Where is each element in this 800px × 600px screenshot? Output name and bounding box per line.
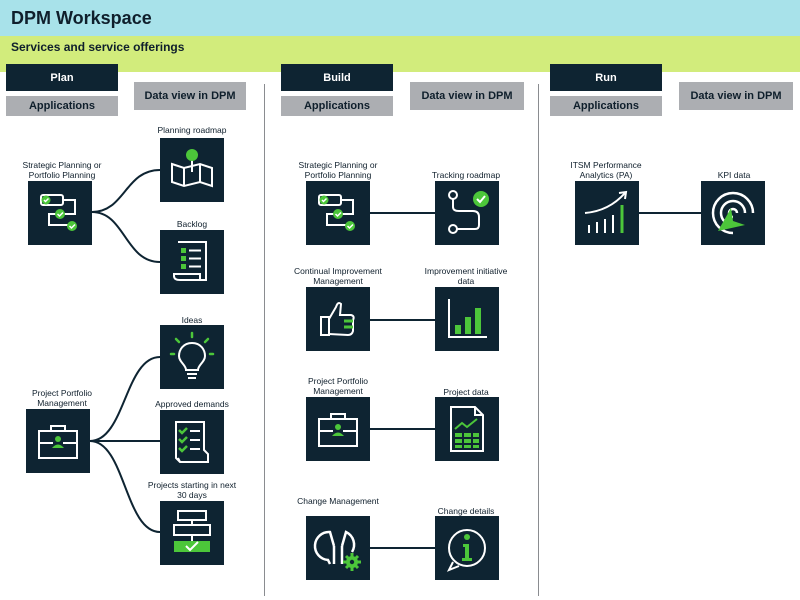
scroll-list-icon [173, 241, 207, 281]
checklist-icon [40, 194, 77, 231]
info-icon [446, 529, 486, 572]
connector-line [89, 356, 161, 442]
column-divider [264, 84, 265, 596]
plan-view-caption: Planning roadmap [157, 125, 227, 135]
plan-dataview-label: Data view in DPM [134, 82, 246, 110]
build-tracking-roadmap-view[interactable] [435, 181, 499, 245]
build-app-caption: Change Management [297, 496, 379, 506]
plan-planning-roadmap-view[interactable] [160, 138, 224, 202]
connector-line [91, 211, 161, 263]
route-icon [448, 190, 489, 234]
workspace-title: DPM Workspace [0, 0, 800, 36]
plan-applications-label: Applications [6, 96, 118, 116]
briefcase-icon [318, 413, 358, 447]
plan-view-caption: Approved demands [155, 399, 229, 409]
build-view-caption: Improvement initiative data [424, 266, 508, 286]
bar-chart-icon [448, 299, 487, 338]
build-change-management-app[interactable] [306, 516, 370, 580]
run-column-title: Run [550, 64, 662, 91]
run-itsm-performance-analytics-app[interactable] [575, 181, 639, 245]
column-divider [538, 84, 539, 596]
thumbs-up-icon [320, 302, 355, 337]
plan-projects-next-30-days-view[interactable] [160, 501, 224, 565]
build-continual-improvement-app[interactable] [306, 287, 370, 351]
build-view-caption: Project data [443, 387, 489, 397]
build-app-caption: Continual Improvement Management [294, 266, 382, 286]
map-pin-icon [171, 149, 213, 188]
connector-line [89, 440, 161, 533]
plan-view-caption: Ideas [181, 315, 203, 325]
connector-line [91, 169, 161, 213]
trend-bars-icon [584, 190, 628, 233]
build-column-title: Build [281, 64, 393, 91]
plan-strategic-planning-app[interactable] [28, 181, 92, 245]
services-subtitle: Services and service offerings [0, 36, 800, 72]
check-doc-icon [175, 421, 209, 463]
build-view-caption: Tracking roadmap [431, 170, 501, 180]
run-app-caption: ITSM Performance Analytics (PA) [570, 160, 642, 180]
build-dataview-label: Data view in DPM [410, 82, 524, 110]
build-app-caption: Project Portfolio Management [308, 376, 368, 396]
build-app-caption: Strategic Planning or Portfolio Planning [298, 160, 378, 180]
plan-view-caption: Projects starting in next 30 days [147, 480, 237, 500]
plan-column-title: Plan [6, 64, 118, 91]
build-improvement-initiative-view[interactable] [435, 287, 499, 351]
build-applications-label: Applications [281, 96, 393, 116]
build-view-caption: Change details [437, 506, 495, 516]
lightbulb-icon [169, 331, 215, 379]
checklist-icon [318, 194, 355, 231]
flowchart-icon [173, 510, 211, 552]
run-dataview-label: Data view in DPM [679, 82, 793, 110]
build-strategic-planning-app[interactable] [306, 181, 370, 245]
run-applications-label: Applications [550, 96, 662, 116]
target-icon [711, 191, 755, 235]
run-kpi-data-view[interactable] [701, 181, 765, 245]
plan-app-caption: Strategic Planning or Portfolio Planning [22, 160, 102, 180]
plan-project-portfolio-app[interactable] [26, 409, 90, 473]
wrench-gear-icon [313, 530, 361, 571]
briefcase-icon [38, 425, 78, 459]
run-view-caption: KPI data [717, 170, 751, 180]
plan-app-caption: Project Portfolio Management [32, 388, 92, 408]
build-project-data-view[interactable] [435, 397, 499, 461]
build-change-details-view[interactable] [435, 516, 499, 580]
build-project-portfolio-app[interactable] [306, 397, 370, 461]
plan-view-caption: Backlog [176, 219, 208, 229]
spreadsheet-icon [450, 406, 484, 452]
plan-backlog-view[interactable] [160, 230, 224, 294]
plan-approved-demands-view[interactable] [160, 410, 224, 474]
plan-ideas-view[interactable] [160, 325, 224, 389]
